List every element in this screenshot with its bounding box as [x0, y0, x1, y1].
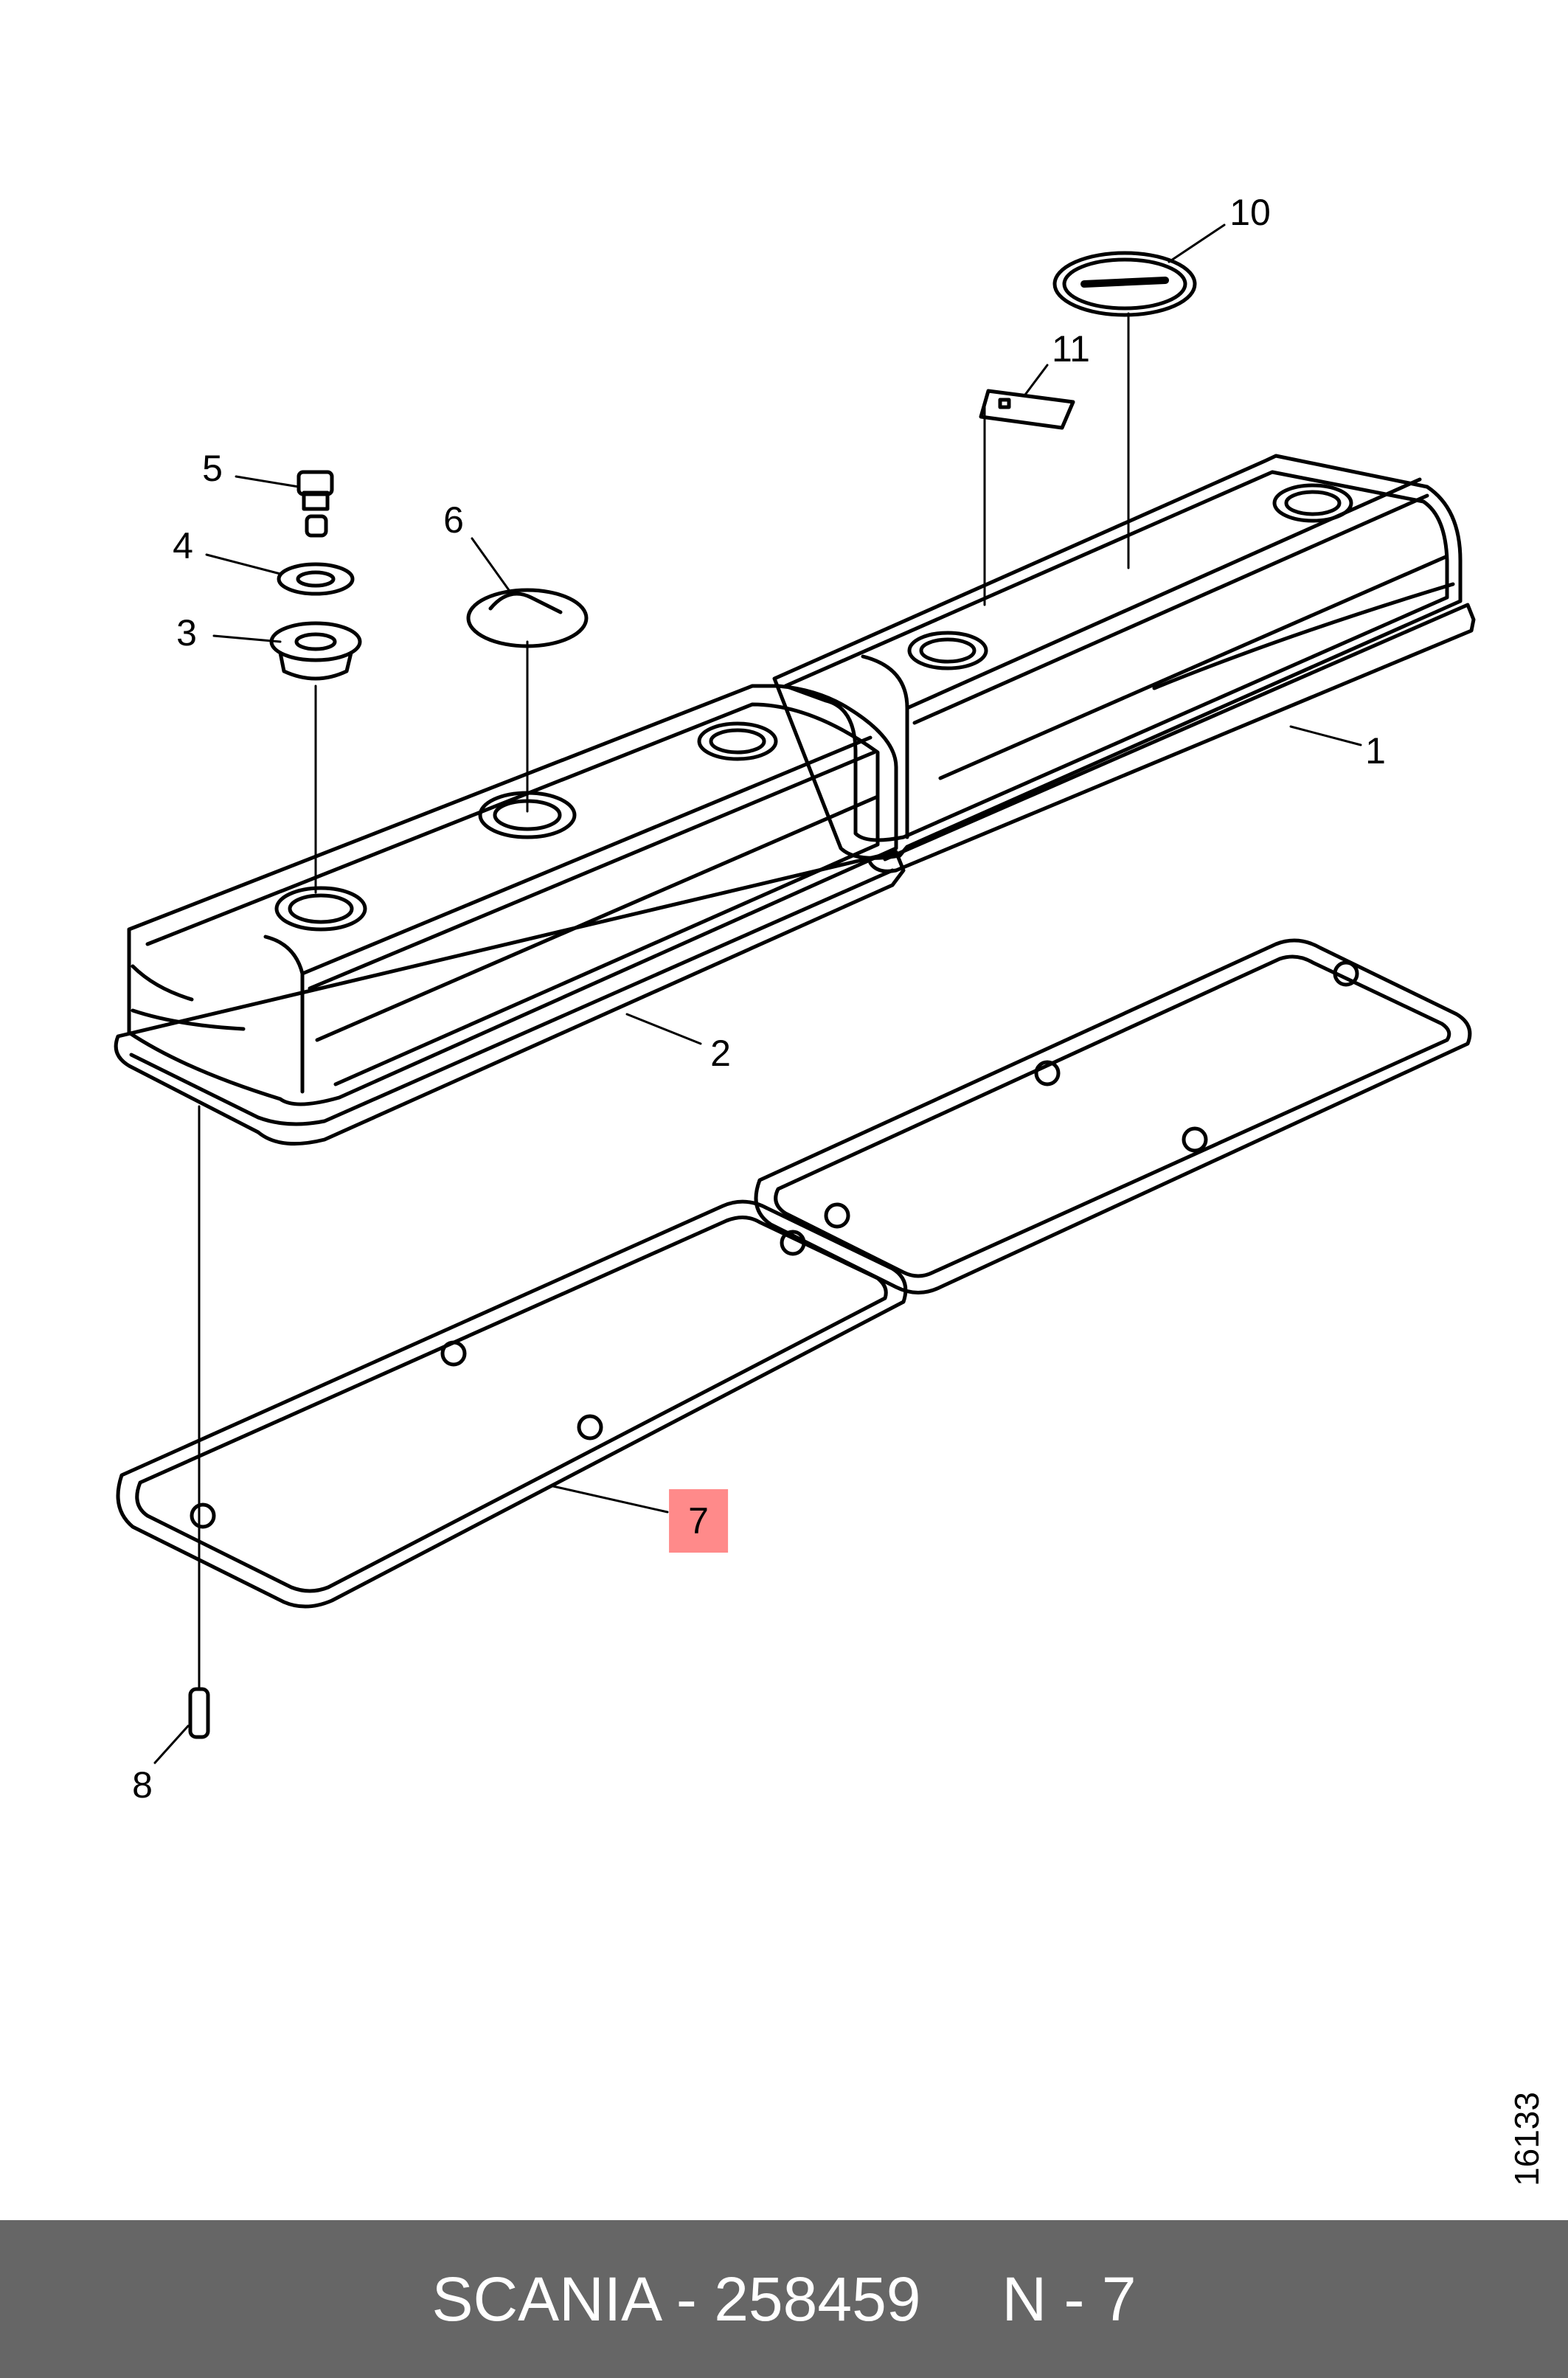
footer-bar: SCANIA - 258459 N - 7 — [0, 2220, 1568, 2378]
callout-11: 11 — [1052, 328, 1090, 370]
exploded-parts-diagram — [114, 223, 1476, 1764]
gasket-right — [754, 938, 1472, 1294]
callout-8: 8 — [132, 1764, 153, 1806]
callout-5: 5 — [202, 448, 223, 489]
part-number-label: SCANIA - 258459 — [431, 2264, 921, 2334]
callout-6: 6 — [443, 499, 464, 541]
callout-10: 10 — [1229, 192, 1271, 233]
callout-2: 2 — [710, 1033, 731, 1074]
callout-7-highlighted: 7 — [669, 1489, 728, 1553]
callout-3: 3 — [176, 612, 197, 654]
position-label: N - 7 — [1002, 2264, 1137, 2334]
info-plate-decal — [979, 389, 1075, 606]
dowel-pin — [188, 1105, 210, 1739]
leader-lines — [153, 223, 1362, 1764]
gasket-left — [116, 1199, 908, 1609]
callout-4: 4 — [173, 525, 193, 566]
breather-assembly — [269, 470, 362, 894]
oil-filler-cap — [466, 588, 589, 813]
valve-cover-left — [114, 684, 906, 1146]
scania-badge-decal — [1052, 251, 1197, 569]
drawing-number: 16133 — [1508, 2092, 1546, 2186]
callout-1: 1 — [1365, 730, 1386, 772]
